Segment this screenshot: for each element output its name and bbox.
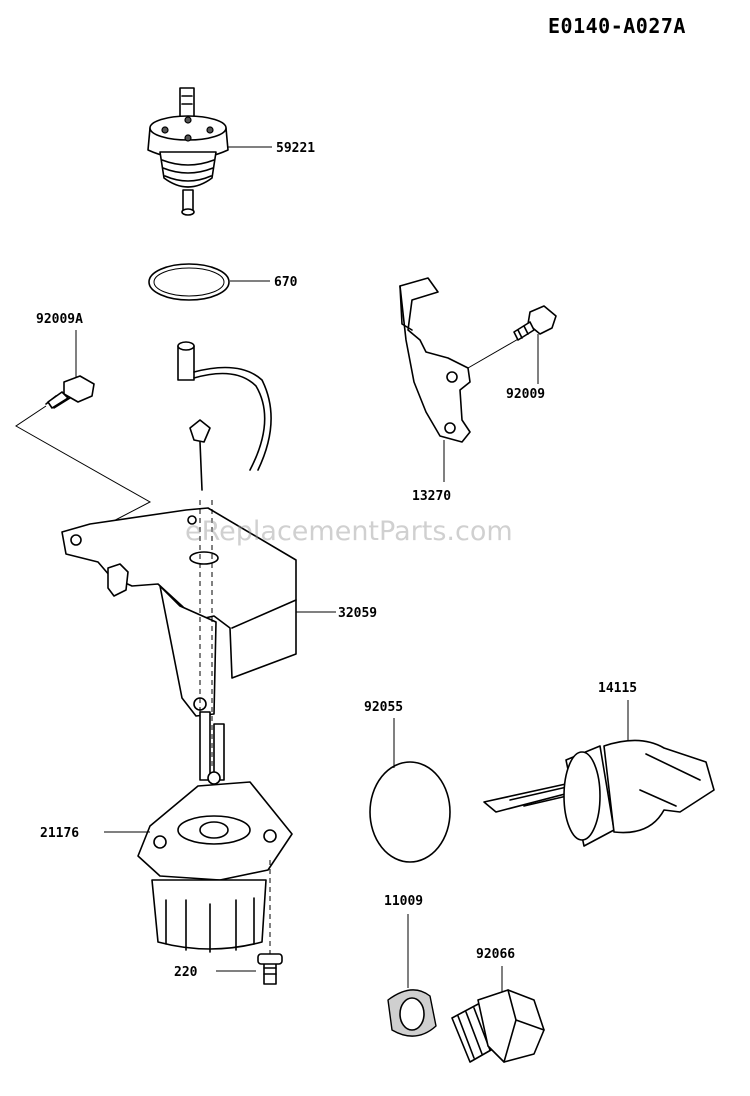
part-11009-drawing[interactable]: [387, 989, 437, 1037]
part-92009-drawing[interactable]: [513, 305, 557, 341]
part-label-92066[interactable]: 92066: [476, 947, 515, 962]
part-label-670[interactable]: 670: [274, 275, 298, 290]
mount-line-92009A: [15, 405, 152, 529]
watermark: eReplacementParts.com: [185, 516, 513, 547]
part-670-drawing[interactable]: [148, 263, 230, 301]
leader-13270-bolt: [467, 337, 521, 369]
part-92066-drawing[interactable]: [451, 989, 545, 1063]
part-14115-drawing[interactable]: [483, 739, 715, 847]
part-label-11009[interactable]: 11009: [384, 894, 423, 909]
part-21176-drawing[interactable]: [137, 711, 293, 953]
part-label-14115[interactable]: 14115: [598, 681, 637, 696]
part-label-92009A[interactable]: 92009A: [36, 312, 83, 327]
part-13270-drawing[interactable]: [399, 277, 471, 443]
part-92009A-drawing[interactable]: [45, 375, 95, 409]
part-220-drawing[interactable]: [257, 953, 283, 985]
part-label-13270[interactable]: 13270: [412, 489, 451, 504]
part-32059-drawing[interactable]: [61, 341, 297, 717]
part-label-21176[interactable]: 21176: [40, 826, 79, 841]
assembly-axis-32059: [199, 500, 213, 780]
part-label-59221[interactable]: 59221: [276, 141, 315, 156]
part-label-92055[interactable]: 92055: [364, 700, 403, 715]
part-92055-drawing[interactable]: [369, 761, 451, 863]
part-label-32059[interactable]: 32059: [338, 606, 377, 621]
part-59221-drawing[interactable]: [147, 87, 229, 216]
part-label-92009[interactable]: 92009: [506, 387, 545, 402]
part-label-220[interactable]: 220: [174, 965, 198, 980]
diagram-id: E0140-A027A: [548, 14, 686, 38]
